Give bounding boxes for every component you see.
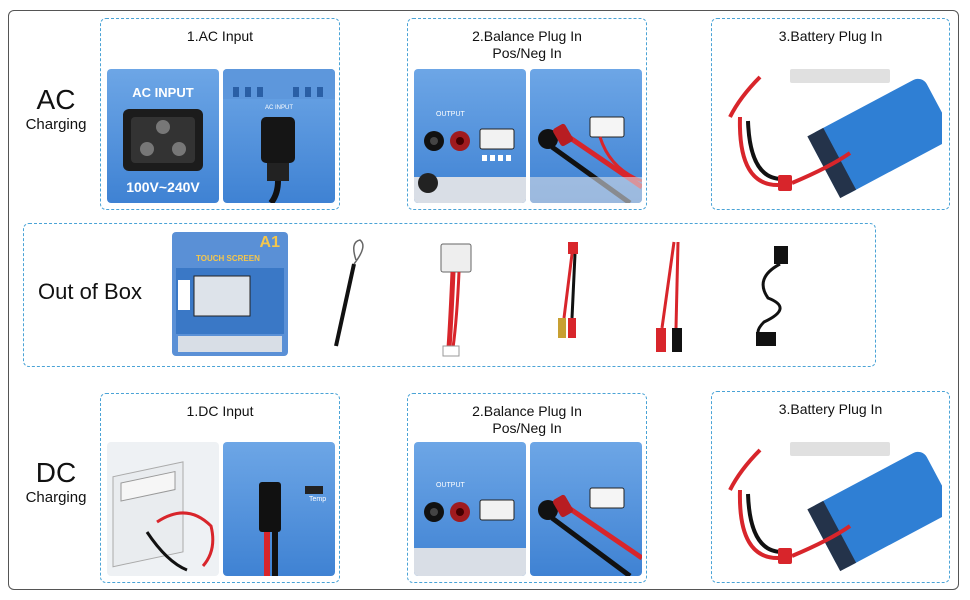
charger-image: A1 TOUCH SCREEN — [172, 232, 288, 356]
ac-step2-caption-line1: 2.Balance Plug In — [472, 28, 582, 44]
voltage-label: 100V~240V — [126, 179, 200, 195]
battery-icon — [728, 69, 942, 199]
dc-step3-panel: 3.Battery Plug In — [711, 391, 950, 583]
ac-balance-plug-image — [530, 69, 642, 203]
dc-output-label: OUTPUT — [436, 482, 465, 489]
ac-socket-icon — [123, 109, 203, 171]
dc-step2-caption-line2: Pos/Neg In — [492, 420, 562, 436]
out-of-box-panel: Out of Box A1 TOUCH SCREEN — [23, 223, 876, 367]
balance-plug-icon — [530, 116, 642, 203]
t-plug-cable-icon — [558, 242, 578, 338]
ac-step2-panel: 2.Balance Plug In Pos/Neg In OUTPUT — [407, 18, 647, 210]
dc-step1-caption: 1.DC Input — [186, 403, 254, 419]
ac-step3-panel: 3.Battery Plug In — [711, 18, 950, 210]
ac-battery-image — [720, 67, 942, 203]
dc-input-image: Temp — [223, 442, 335, 576]
power-cord-icon — [756, 246, 788, 346]
dc-step2-panel: 2.Balance Plug In Pos/Neg In OUTPUT — [407, 393, 647, 583]
ac-plug-icon — [223, 69, 335, 203]
ac-output-ports-image: OUTPUT — [414, 69, 526, 203]
dc-battery-icon — [728, 442, 942, 572]
stylus-icon — [334, 239, 364, 347]
ac-charging-label: AC Charging — [20, 84, 92, 134]
balance-board-icon — [440, 243, 472, 357]
outer-frame — [8, 10, 959, 590]
dc-subtitle: Charging — [25, 489, 87, 506]
alligator-clip-cable-icon — [656, 241, 682, 352]
dc-battery-image — [720, 440, 942, 576]
dc-charging-label: DC Charging — [20, 457, 92, 507]
dc-output-ports-icon — [414, 499, 526, 576]
ac-step1-panel: 1.AC Input AC INPUT 100V~240V AC INPUT — [100, 18, 340, 210]
ac-subtitle: Charging — [25, 116, 87, 133]
power-supply-icon — [112, 461, 215, 572]
output-ports-icon — [414, 128, 526, 203]
ac-socket-label: AC INPUT — [132, 85, 194, 100]
output-label: OUTPUT — [436, 111, 465, 118]
ac-title: AC — [36, 84, 76, 115]
ac-socket-image: AC INPUT 100V~240V — [107, 69, 219, 203]
charger-model: A1 — [259, 234, 280, 251]
dc-step2-caption-line1: 2.Balance Plug In — [472, 403, 582, 419]
dc-step3-caption: 3.Battery Plug In — [778, 401, 883, 417]
dc-step1-panel: 1.DC Input Temp — [100, 393, 340, 583]
charger-icon — [176, 268, 284, 352]
ac-step3-caption: 3.Battery Plug In — [778, 28, 883, 44]
ac-step2-caption-line2: Pos/Neg In — [492, 45, 562, 61]
dc-balance-plug-image — [530, 442, 642, 576]
ac-plug-image: AC INPUT — [223, 69, 335, 203]
dc-power-supply-image — [107, 442, 219, 576]
dc-title: DC — [35, 457, 77, 488]
dc-balance-plug-icon — [538, 487, 642, 576]
temp-label: Temp — [309, 496, 327, 503]
ac-step1-caption: 1.AC Input — [186, 28, 254, 44]
out-of-box-label: Out of Box — [38, 279, 142, 304]
charger-tagline: TOUCH SCREEN — [196, 254, 260, 263]
dc-output-ports-image: OUTPUT — [414, 442, 526, 576]
dc-plug-icon — [259, 482, 323, 576]
panel-ac-label: AC INPUT — [264, 105, 293, 111]
